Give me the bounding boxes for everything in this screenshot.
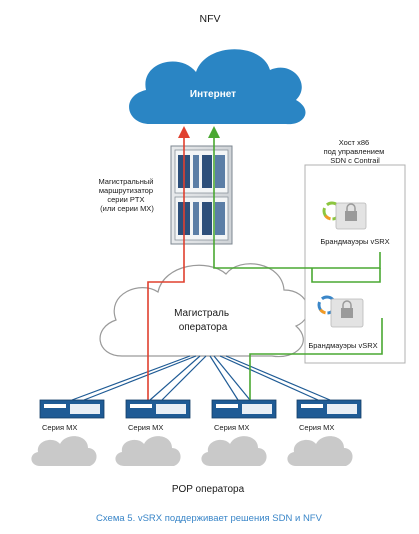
internet-cloud: Интернет xyxy=(129,49,306,125)
operator-backbone-cloud: Магистраль оператора xyxy=(99,263,309,358)
x86-host-label-line: под управлением xyxy=(324,147,385,156)
mx-router-label: Серия MX xyxy=(42,423,77,432)
core-router-label-line: серии PTX xyxy=(107,195,144,204)
figure-caption: Схема 5. vSRX поддерживает решения SDN и… xyxy=(96,513,323,524)
mx-router: Серия MX xyxy=(125,399,191,432)
core-router-label-line: (или серии MX) xyxy=(100,204,154,213)
vsrx-firewall-label: Брандмауэры vSRX xyxy=(308,341,377,350)
mx-router-label: Серия MX xyxy=(128,423,163,432)
core-router-label-line: Магистральный xyxy=(98,177,153,186)
backbone-label-line: Магистраль xyxy=(174,308,229,319)
mx-router: Серия MX xyxy=(211,399,277,432)
mx-router-label: Серия MX xyxy=(214,423,249,432)
core-router-label: Магистральный маршрутизатор серии PTX (и… xyxy=(98,177,155,213)
core-router-label-line: маршрутизатор xyxy=(99,186,153,195)
mx-router-label: Серия MX xyxy=(299,423,334,432)
core-router xyxy=(170,145,233,245)
x86-host xyxy=(304,164,406,364)
mx-router: Серия MX xyxy=(39,399,105,432)
mx-router: Серия MX xyxy=(296,399,362,432)
x86-host-label-line: Хост x86 xyxy=(339,138,369,147)
diagram-title: NFV xyxy=(200,13,221,25)
backbone-label-line: оператора xyxy=(179,322,228,333)
vsrx-firewall-label: Брандмауэры vSRX xyxy=(320,237,389,246)
operator-backbone-label: Магистраль оператора xyxy=(174,308,232,333)
x86-host-label: Хост x86 под управлением SDN с Contrail xyxy=(324,138,387,165)
internet-label: Интернет xyxy=(190,89,236,100)
x86-host-label-line: SDN с Contrail xyxy=(330,156,380,165)
pop-clouds xyxy=(31,436,353,466)
green-traffic-path xyxy=(208,126,383,408)
red-traffic-path xyxy=(147,126,190,408)
pop-label: POP оператора xyxy=(172,484,245,495)
vsrx-firewall: Брандмауэры vSRX xyxy=(320,201,390,246)
backbone-links xyxy=(71,355,331,401)
vsrx-firewall: Брандмауэры vSRX xyxy=(308,295,378,350)
